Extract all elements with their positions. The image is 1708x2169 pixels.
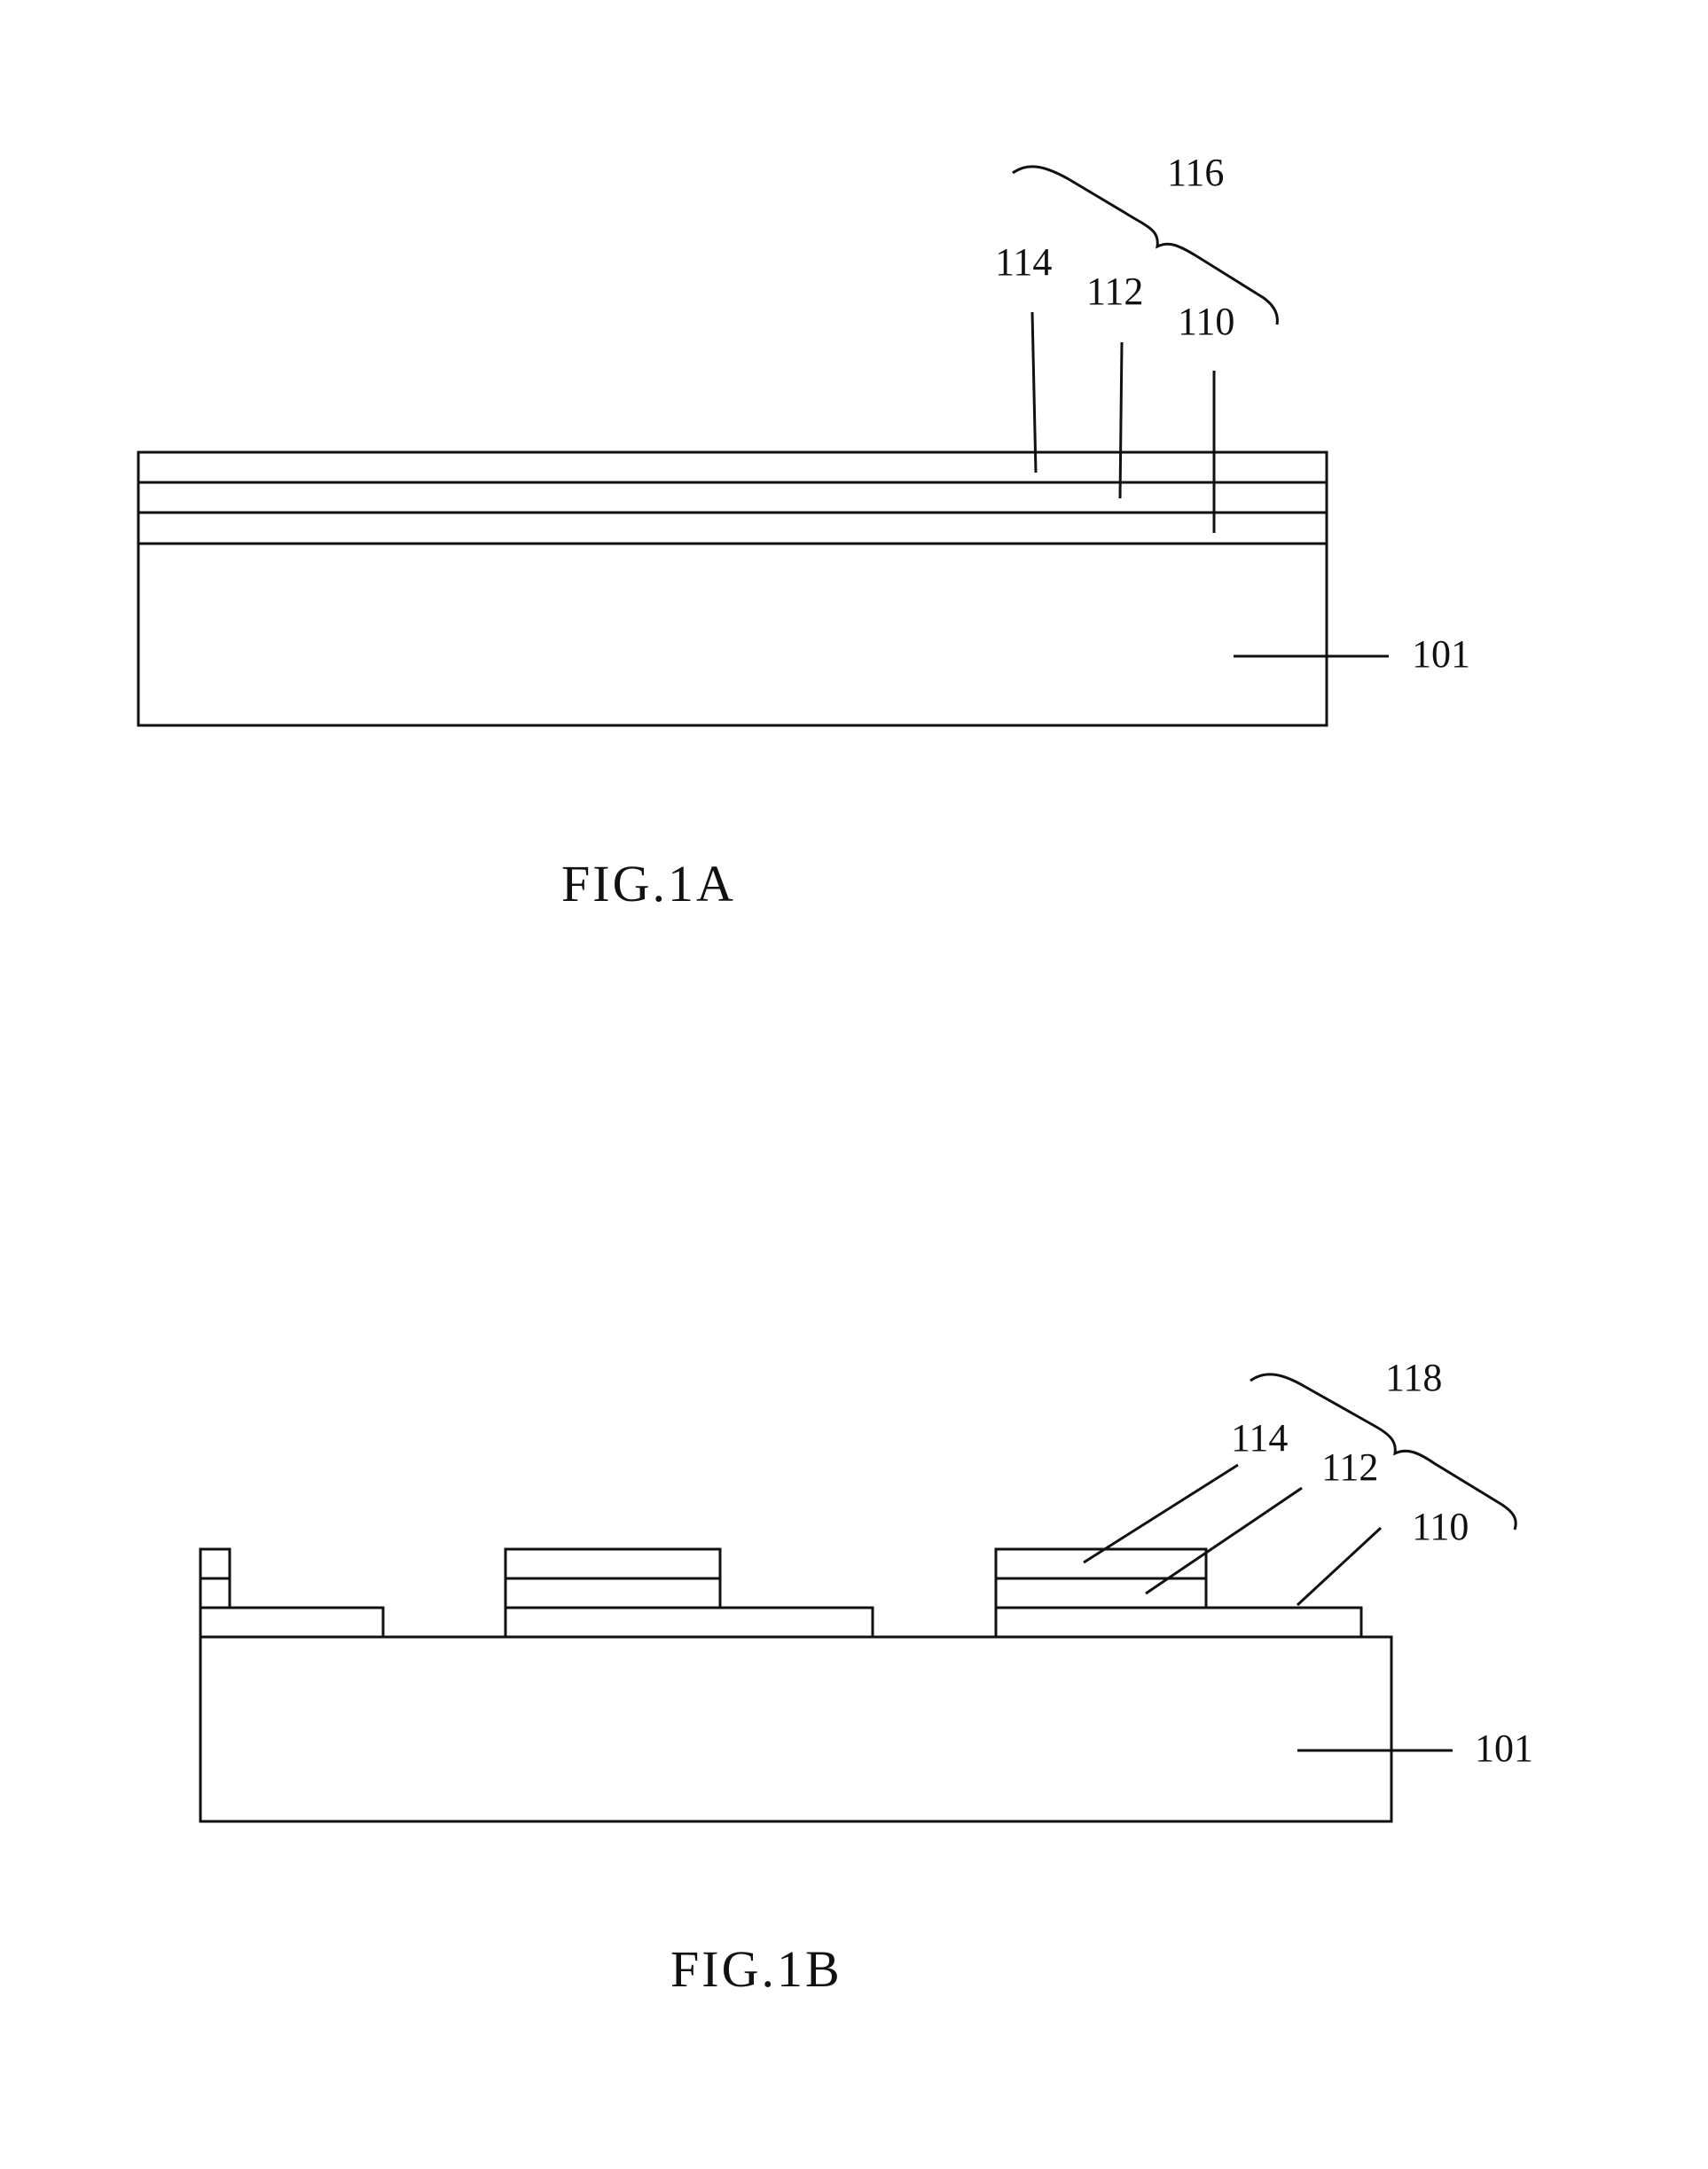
fig1b-label-114: 114 [1231, 1416, 1288, 1460]
fig1a-leader-112 [1120, 342, 1122, 498]
fig1a-label-116: 116 [1167, 151, 1224, 194]
fig1b-label-118: 118 [1385, 1356, 1442, 1399]
fig1a-caption: FIG.1A [561, 855, 736, 912]
fig1a-label-112: 112 [1086, 270, 1143, 313]
fig1a-label-101: 101 [1412, 632, 1470, 676]
fig1b-middle-upper-layer-2 [505, 1549, 720, 1578]
fig1b-right-base-layer-110 [996, 1608, 1361, 1637]
fig1b-left-edge-block-top [200, 1549, 230, 1578]
fig1b-middle-base-layer [505, 1608, 873, 1637]
fig1a-substrate-outline [138, 452, 1327, 725]
fig1b-right-layer-112 [996, 1578, 1206, 1608]
fig1a-leader-114 [1032, 312, 1036, 473]
fig1b-leader-110 [1297, 1528, 1381, 1605]
fig1b-brace-118 [1250, 1374, 1516, 1530]
fig1b-label-112: 112 [1321, 1445, 1378, 1489]
fig1b-leader-112 [1146, 1488, 1302, 1593]
figure-1a: 116 114 112 110 101 FIG.1A [138, 151, 1470, 912]
fig1b-left-edge-block-bottom [200, 1578, 230, 1608]
fig1b-label-101: 101 [1475, 1727, 1533, 1770]
fig1a-label-114: 114 [995, 240, 1052, 284]
fig1a-label-110: 110 [1178, 300, 1234, 343]
fig1b-middle-upper-layer-1 [505, 1578, 720, 1608]
fig1b-left-base-layer [200, 1608, 383, 1637]
fig1b-caption: FIG.1B [670, 1940, 842, 1998]
figure-1b: 118 114 112 110 101 FIG.1B [200, 1356, 1533, 1998]
fig1b-label-110: 110 [1412, 1505, 1469, 1548]
fig1a-brace-116 [1013, 167, 1277, 325]
fig1b-substrate-outline [200, 1637, 1391, 1821]
